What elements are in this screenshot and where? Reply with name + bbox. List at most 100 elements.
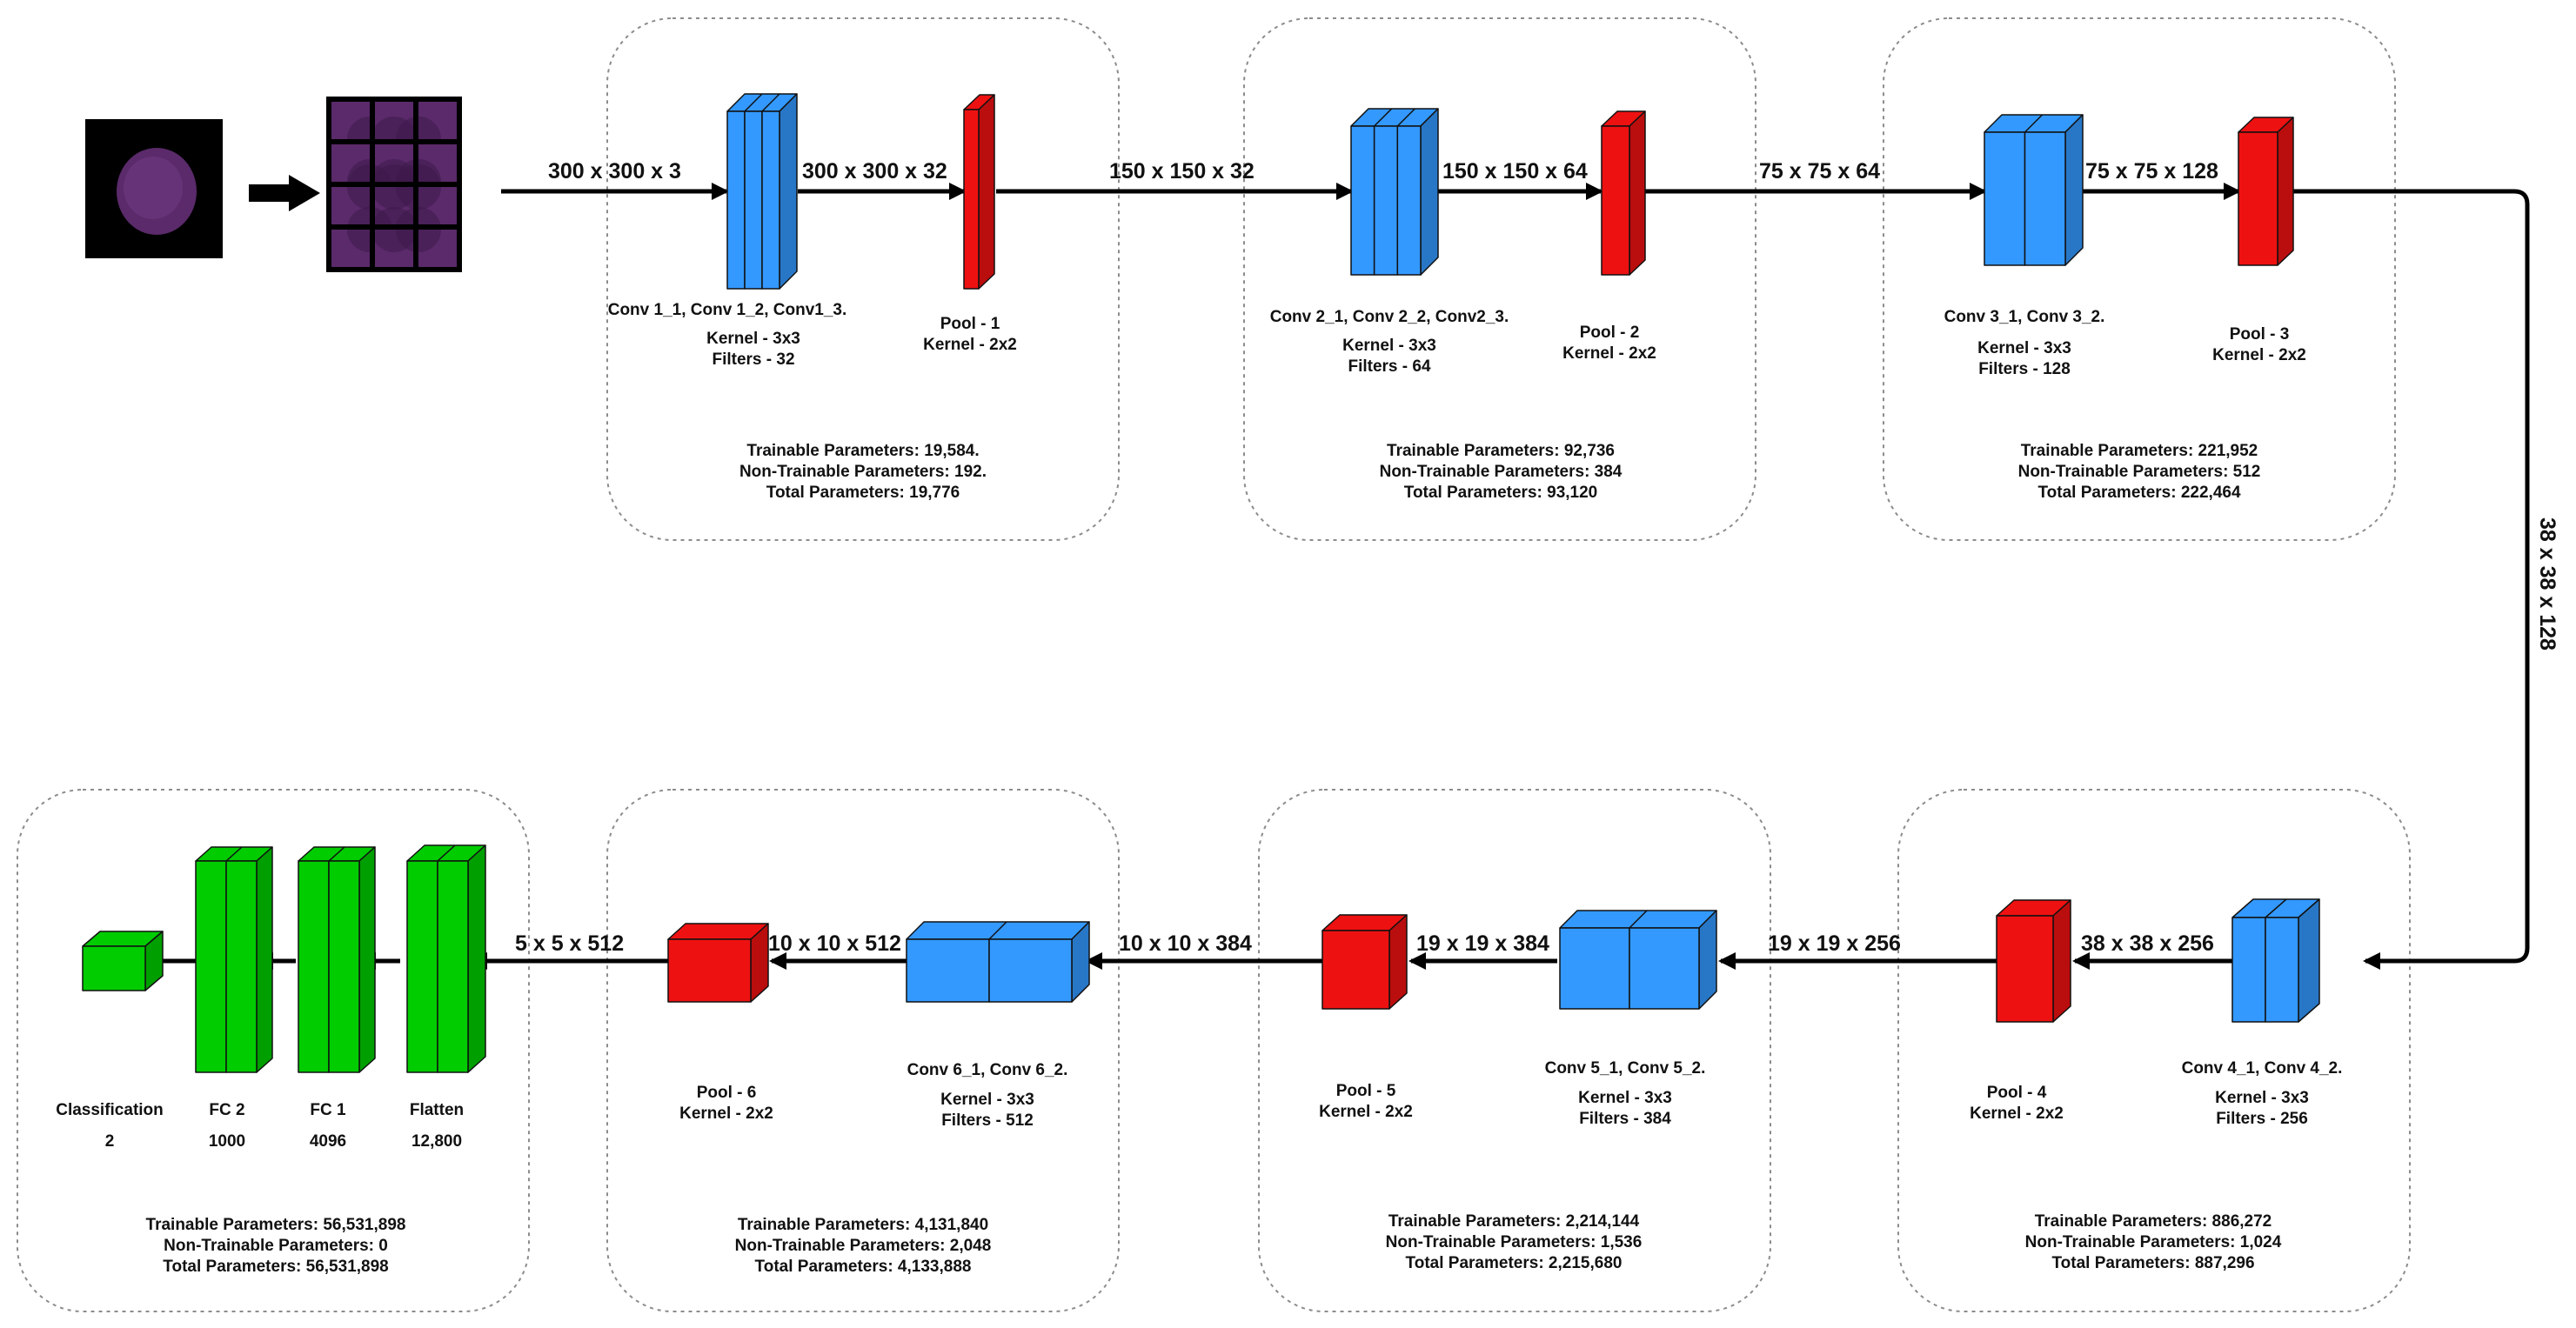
conv2-layer-front-1 — [1350, 125, 1375, 276]
pool3-layer-side — [2277, 117, 2294, 266]
fc1-layer-front-1 — [298, 860, 330, 1073]
b2-pool-kernel: Kernel - 2x2 — [1562, 344, 1656, 363]
b2-total: Total Parameters: 93,120 — [1404, 484, 1598, 502]
b5-conv-filters: Filters - 384 — [1579, 1110, 1671, 1128]
b6-total: Total Parameters: 4,133,888 — [755, 1258, 972, 1276]
dim-conv2: 150 x 150 x 64 — [1442, 159, 1588, 184]
fc1-layer-front-2 — [328, 860, 360, 1073]
b6-conv-label: Conv 6_1, Conv 6_2. — [907, 1061, 1068, 1079]
pool4-layer — [1996, 899, 2071, 1023]
conv2-layer-top-divider-1 — [1374, 108, 1393, 127]
conv1-layer-front-1 — [726, 110, 746, 290]
b4-trainable: Trainable Parameters: 886,272 — [2035, 1212, 2272, 1231]
b3-conv-kernel: Kernel - 3x3 — [1977, 339, 2071, 357]
b2-conv-filters: Filters - 64 — [1348, 357, 1430, 376]
flatten-layer-top-divider-1 — [437, 844, 456, 862]
pool1-layer — [963, 94, 995, 290]
conv2-layer-top-divider-2 — [1396, 108, 1415, 127]
b7-fc2-count: 1000 — [209, 1132, 245, 1151]
b6-conv-filters: Filters - 512 — [941, 1111, 1034, 1130]
b7-fc1-label: FC 1 — [310, 1101, 346, 1119]
b3-pool-kernel: Kernel - 2x2 — [2212, 346, 2306, 364]
b1-conv-filters: Filters - 32 — [712, 350, 794, 369]
pool5-layer-side — [1388, 914, 1408, 1010]
block-5-container — [1258, 789, 1771, 1312]
dim-conv3: 75 x 75 x 128 — [2085, 159, 2218, 184]
pool6-layer — [667, 923, 769, 1003]
conv1-layer-front-3 — [761, 110, 780, 290]
fc1-layer-side — [358, 846, 376, 1073]
conv2-layer-front-3 — [1396, 125, 1422, 276]
b5-conv-kernel: Kernel - 3x3 — [1578, 1089, 1672, 1107]
b1-trainable: Trainable Parameters: 19,584. — [746, 442, 979, 460]
input-image — [85, 119, 223, 258]
b5-non-trainable: Non-Trainable Parameters: 1,536 — [1386, 1233, 1643, 1251]
fc2-layer-top-divider-1 — [225, 846, 243, 862]
classification-layer — [82, 931, 164, 991]
block-4-container — [1897, 789, 2411, 1312]
b2-conv-kernel: Kernel - 3x3 — [1342, 337, 1436, 355]
conv2-layer — [1350, 108, 1439, 276]
b2-non-trainable: Non-Trainable Parameters: 384 — [1380, 463, 1623, 481]
pool3-layer — [2238, 117, 2294, 266]
conv5-layer-front-2 — [1629, 927, 1700, 1010]
conv3-layer-top-divider-1 — [2024, 114, 2044, 133]
b2-trainable: Trainable Parameters: 92,736 — [1387, 442, 1615, 460]
block-3-container — [1883, 17, 2396, 541]
input-tile-texture-9 — [396, 164, 441, 210]
b5-pool-kernel: Kernel - 2x2 — [1319, 1103, 1413, 1121]
layer-boxes — [82, 93, 2320, 1073]
b3-trainable: Trainable Parameters: 221,952 — [2021, 442, 2258, 460]
conv6-layer — [906, 921, 1090, 1003]
pool5-layer — [1321, 914, 1408, 1010]
b3-conv-label: Conv 3_1, Conv 3_2. — [1944, 308, 2105, 326]
b3-pool-label: Pool - 3 — [2230, 325, 2290, 344]
b1-pool-label: Pool - 1 — [940, 315, 1000, 333]
conv1-layer — [726, 93, 798, 290]
flow-arrow-pool3 — [2293, 189, 2530, 970]
conv4-layer — [2231, 898, 2320, 1023]
conv4-layer-front-1 — [2231, 917, 2266, 1023]
b7-fc1-count: 4096 — [310, 1132, 346, 1151]
b7-fc2-label: FC 2 — [209, 1101, 244, 1119]
b1-conv-kernel: Kernel - 3x3 — [706, 330, 800, 348]
b6-trainable: Trainable Parameters: 4,131,840 — [738, 1216, 988, 1234]
pool5-layer-front-1 — [1321, 930, 1390, 1010]
b4-conv-filters: Filters - 256 — [2216, 1110, 2308, 1128]
conv3-layer-front-1 — [1984, 131, 2026, 266]
pool2-layer-front-1 — [1601, 125, 1630, 276]
fc2-layer — [195, 846, 273, 1073]
conv4-layer-top-divider-1 — [2265, 898, 2287, 918]
b5-conv-label: Conv 5_1, Conv 5_2. — [1545, 1059, 1706, 1078]
conv4-layer-side — [2298, 898, 2320, 1023]
b4-total: Total Parameters: 887,296 — [2051, 1254, 2254, 1272]
conv2-layer-front-2 — [1373, 125, 1399, 276]
b6-pool-kernel: Kernel - 2x2 — [679, 1104, 773, 1123]
fc2-layer-side — [256, 846, 273, 1073]
b7-non-trainable: Non-Trainable Parameters: 0 — [164, 1237, 388, 1255]
b2-pool-label: Pool - 2 — [1580, 324, 1640, 342]
conv6-layer-top-divider-1 — [988, 921, 1007, 940]
input-tile-texture-12 — [396, 207, 441, 252]
dim-conv4: 38 x 38 x 256 — [2081, 931, 2214, 956]
pool2-layer — [1601, 110, 1646, 276]
dim-pool5: 10 x 10 x 384 — [1119, 931, 1252, 956]
conv1-layer-side — [779, 93, 798, 290]
b4-pool-label: Pool - 4 — [1987, 1084, 2047, 1102]
pool2-layer-side — [1629, 110, 1646, 276]
b4-pool-kernel: Kernel - 2x2 — [1970, 1104, 2064, 1123]
pool1-layer-side — [978, 94, 995, 290]
fc1-layer-top-divider-1 — [328, 846, 345, 862]
pool4-layer-front-1 — [1996, 915, 2054, 1023]
b5-total: Total Parameters: 2,215,680 — [1406, 1254, 1623, 1272]
b5-pool-label: Pool - 5 — [1336, 1082, 1396, 1100]
b7-total: Total Parameters: 56,531,898 — [163, 1258, 388, 1276]
dim-pool6: 5 x 5 x 512 — [515, 931, 624, 956]
flatten-layer — [406, 844, 486, 1073]
pool1-layer-front-1 — [963, 109, 980, 290]
conv5-layer-top-divider-1 — [1629, 910, 1648, 929]
conv3-layer — [1984, 114, 2084, 266]
flatten-layer-side — [467, 844, 486, 1073]
fc2-layer-front-2 — [225, 860, 258, 1073]
conv1-layer-top-divider-2 — [761, 93, 780, 112]
